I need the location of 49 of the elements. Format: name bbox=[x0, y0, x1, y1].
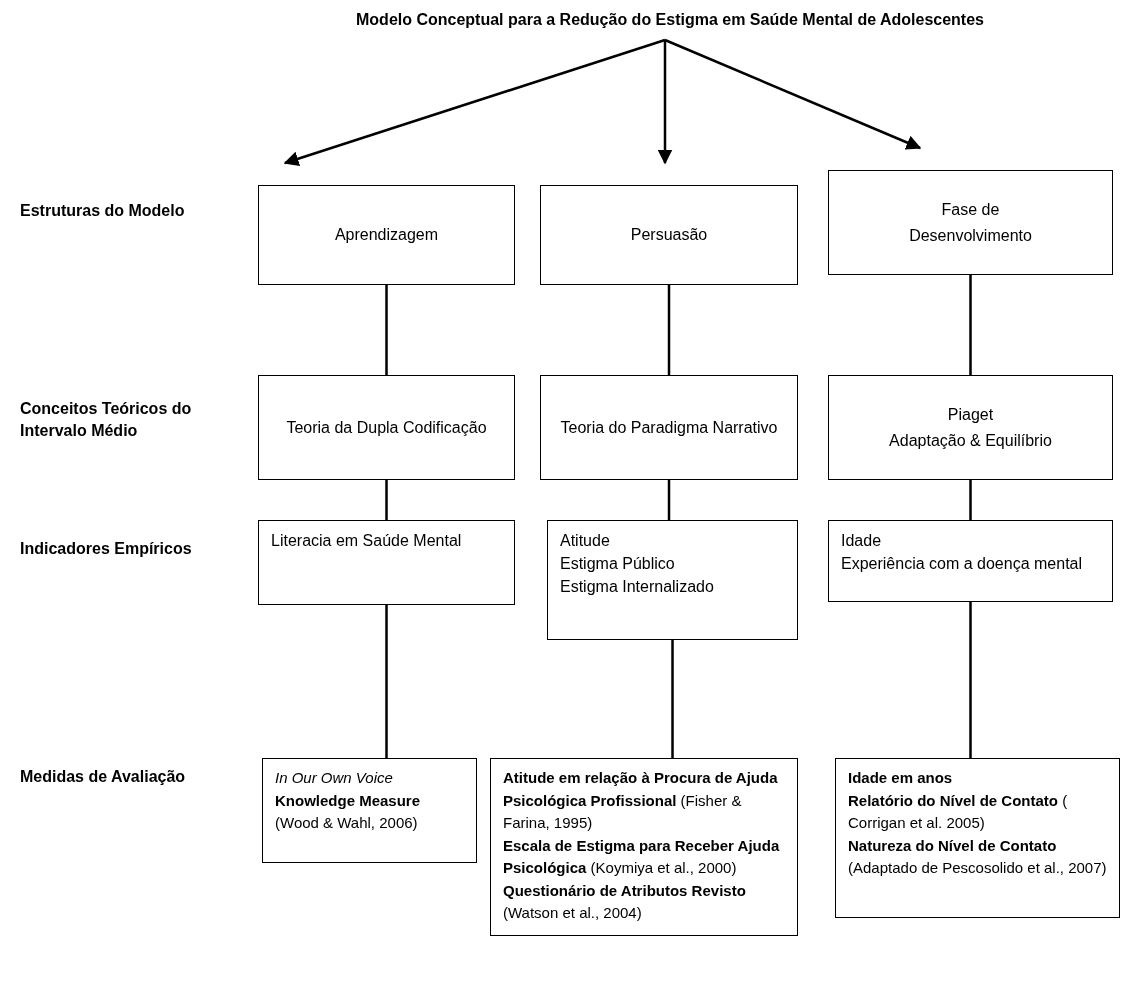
concept-box bbox=[828, 170, 1113, 275]
row-label: Medidas de Avaliação bbox=[20, 767, 187, 787]
concept-box bbox=[835, 758, 1120, 918]
box-text: Literacia em Saúde Mental bbox=[271, 531, 462, 551]
concept-box bbox=[262, 758, 477, 863]
arrow bbox=[283, 38, 666, 166]
box-text: Fase de Desenvolvimento bbox=[909, 199, 1032, 246]
box-text: Adaptação & Equilíbrio bbox=[889, 430, 1052, 451]
concept-box bbox=[828, 520, 1113, 602]
box-text: Idade bbox=[841, 531, 882, 551]
concept-box bbox=[258, 185, 515, 285]
box-text: Atitude em relação à Procura de Ajuda Psicológica Profissional (Fisher & Farina, 1995) bbox=[503, 768, 779, 833]
box-text: Aprendizagem bbox=[334, 225, 439, 246]
connector-line bbox=[969, 275, 972, 375]
box-text: Natureza do Nível de Contato (Adaptado de Pescosolido et al., 2007) bbox=[848, 835, 1107, 878]
box-text: Idade em anos bbox=[848, 768, 953, 788]
concept-box bbox=[490, 758, 798, 936]
node-label: Modelo Conceptual para a Redução do Estigma em Saúde Mental de Adolescentes bbox=[356, 10, 984, 30]
concept-box bbox=[258, 375, 515, 480]
connector-line bbox=[385, 285, 388, 375]
box-text: Teoria da Dupla Codificação bbox=[286, 417, 487, 438]
connector-line bbox=[671, 640, 674, 758]
connector-line bbox=[667, 480, 671, 520]
box-text: In Our Own Voice Knowledge Measure (Wood & Wahl, 2006) bbox=[275, 768, 422, 833]
box-text: Estigma Público bbox=[560, 554, 675, 575]
box-text: Atitude bbox=[560, 531, 610, 551]
arrow bbox=[657, 40, 673, 165]
connector-line bbox=[969, 480, 972, 520]
concept-box bbox=[547, 520, 798, 640]
connector-line bbox=[385, 605, 388, 758]
box-text: Escala de Estigma para Receber Ajuda Psicológica (Koymiya et al., 2000) bbox=[503, 835, 781, 878]
connector-line bbox=[385, 480, 388, 520]
box-text: Persuasão bbox=[630, 225, 708, 246]
connector-line bbox=[667, 285, 671, 375]
arrow bbox=[664, 38, 922, 150]
box-text: Relatório do Nível de Contato ( Corrigan et al. 2005) bbox=[848, 790, 1069, 833]
concept-box bbox=[540, 185, 798, 285]
row-label: Estruturas do Modelo bbox=[20, 201, 186, 221]
row-label: Conceitos Teóricos do Intervalo Médio bbox=[20, 399, 193, 442]
concept-box bbox=[828, 375, 1113, 480]
box-text: Piaget bbox=[947, 404, 994, 425]
box-text: Estigma Internalizado bbox=[560, 577, 714, 598]
box-text: Teoria do Paradigma Narrativo bbox=[560, 417, 778, 438]
concept-box bbox=[258, 520, 515, 605]
concept-box bbox=[540, 375, 798, 480]
connector-line bbox=[969, 602, 972, 758]
box-text: Questionário de Atributos Revisto (Watson et al., 2004) bbox=[503, 880, 747, 923]
box-text: Experiência com a doença mental bbox=[841, 554, 1083, 575]
row-label: Indicadores Empíricos bbox=[20, 539, 193, 559]
